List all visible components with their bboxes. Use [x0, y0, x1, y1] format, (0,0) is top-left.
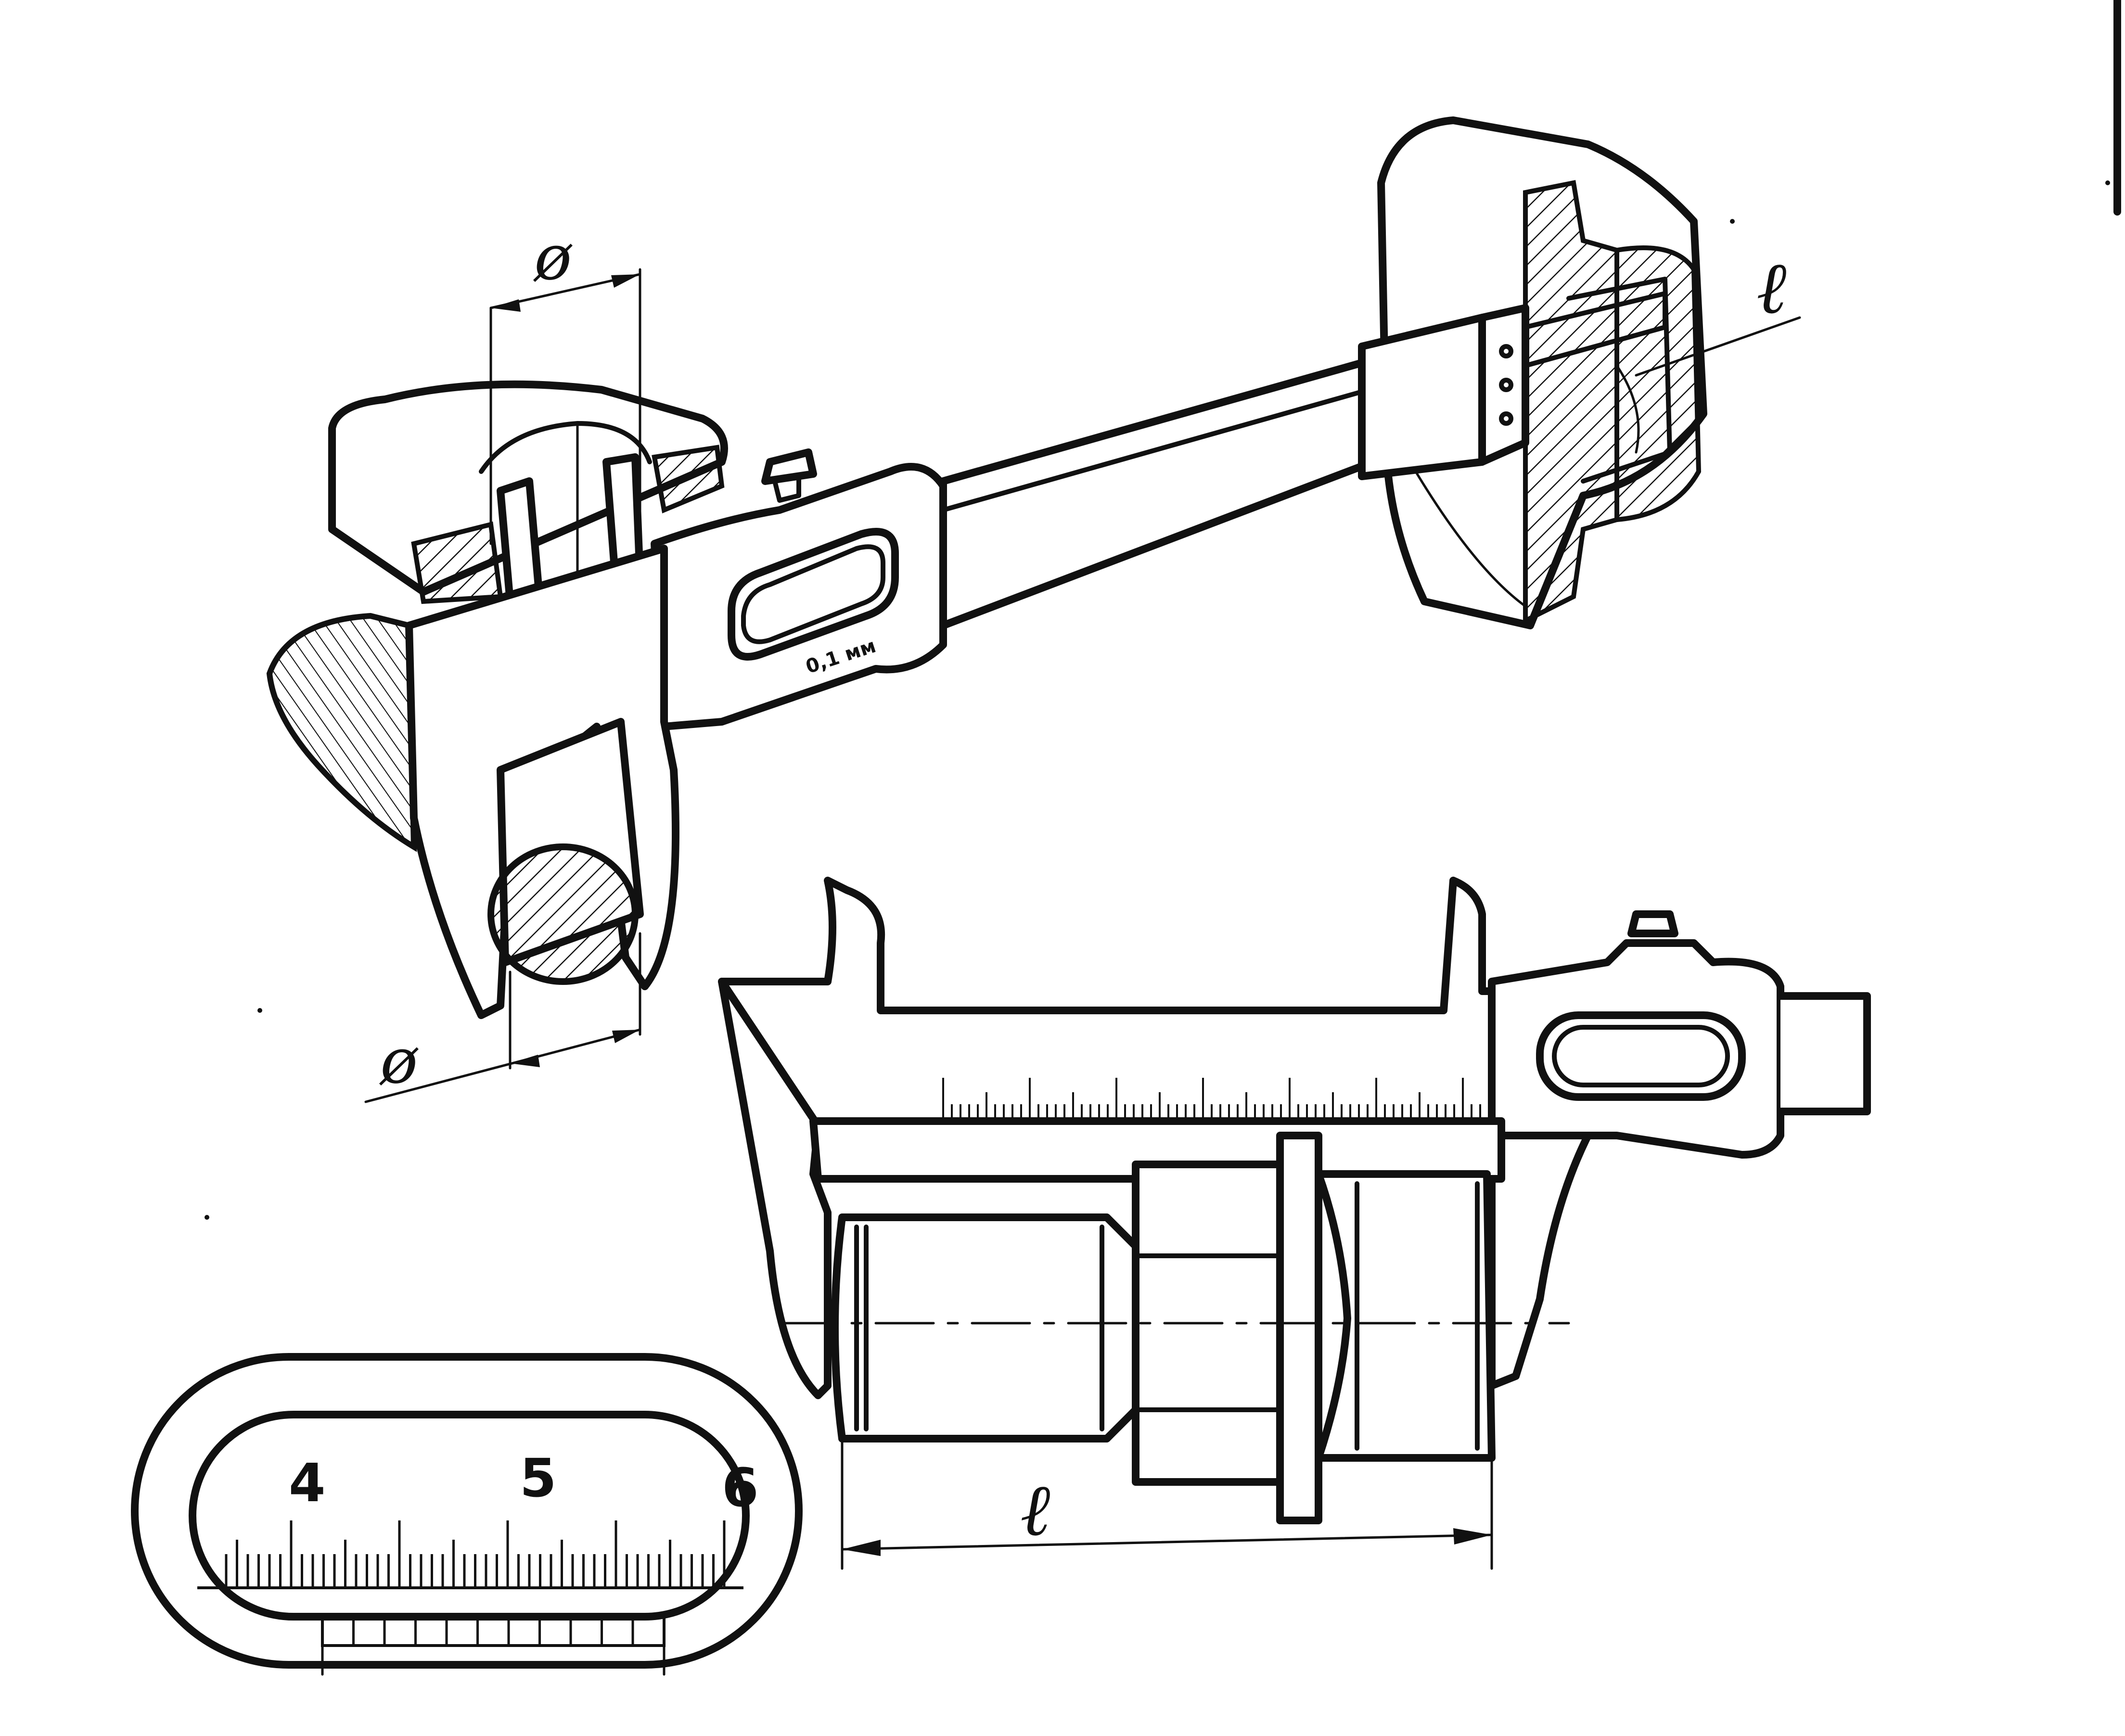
- dimension-length-bottom: ℓ: [841, 1437, 1493, 1570]
- vernier-window-ticks: [197, 1520, 743, 1589]
- vernier-window-detail: 4 5 6: [131, 1353, 803, 1676]
- dimension-length-top: ℓ: [1635, 246, 1801, 377]
- length-label-top: ℓ: [1756, 246, 1786, 330]
- caliper-jaws-top: [266, 421, 679, 1019]
- right-workpiece: [1377, 116, 1707, 629]
- vernier-strip-frame: [321, 1615, 666, 1647]
- bottom-caliper-illustration: ℓ: [718, 877, 1871, 1570]
- vernier-slider-top: 0,1 мм: [651, 448, 947, 730]
- diameter-label-bottom: ø: [379, 1024, 419, 1098]
- window-number-5: 5: [520, 1447, 557, 1509]
- dimension-outer-diameter: ø: [489, 221, 641, 545]
- workpiece-bolt: [778, 1132, 1570, 1524]
- window-number-4: 4: [289, 1452, 326, 1514]
- dimension-inner-diameter: ø: [364, 932, 641, 1103]
- length-label-bottom: ℓ: [1020, 1468, 1050, 1552]
- top-caliper-illustration: 0,1 мм ø: [205, 116, 2110, 1220]
- diameter-label-top: ø: [533, 221, 573, 294]
- vernier-strip: [321, 1615, 666, 1647]
- window-number-6: 6: [722, 1457, 759, 1519]
